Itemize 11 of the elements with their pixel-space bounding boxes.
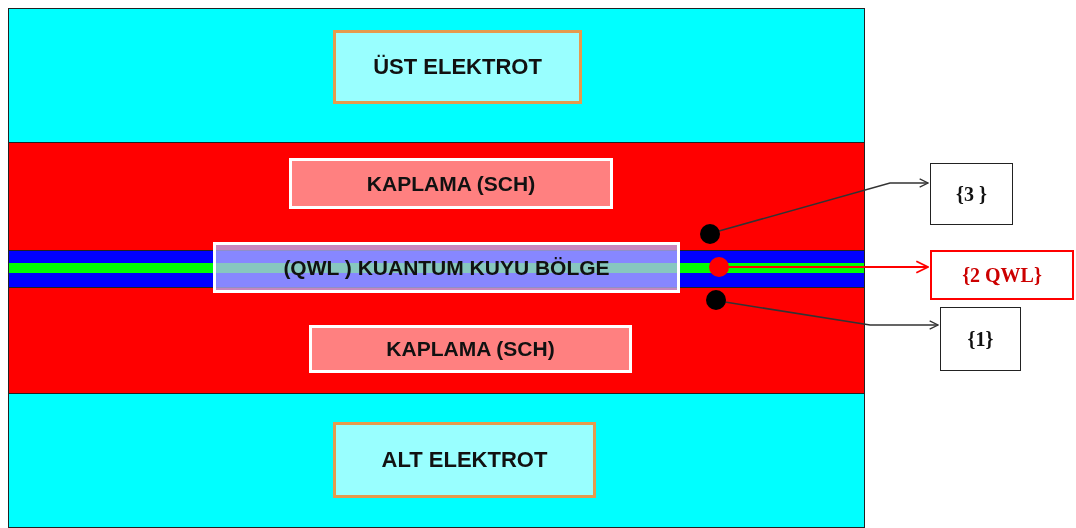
callout-label: {3 } xyxy=(930,163,1013,225)
electrode-label: ÜST ELEKTROT xyxy=(333,30,582,104)
cladding-label: KAPLAMA (SCH) xyxy=(289,158,613,209)
callout-label: {2 QWL} xyxy=(930,250,1074,300)
electrode-label: ALT ELEKTROT xyxy=(333,422,596,498)
arrow xyxy=(718,178,929,232)
arrow xyxy=(724,301,939,330)
arrow xyxy=(728,260,929,274)
cladding-label: KAPLAMA (SCH) xyxy=(309,325,632,373)
quantum-well-label: (QWL ) KUANTUM KUYU BÖLGE xyxy=(213,242,680,293)
callout-label: {1} xyxy=(940,307,1021,371)
